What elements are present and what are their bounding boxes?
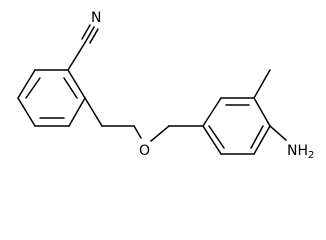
ring-b-inner-bond-2 [250,125,264,149]
ring-b-bond-4 [253,125,271,155]
amine-hydrogen-label: H [297,143,308,159]
ring-b-inner-bond-1 [208,125,225,149]
ring-a-bond-3 [17,97,36,127]
nitrile-triple-bond-center [85,26,95,42]
amino-group: NH2 [269,125,314,161]
structure-canvas: N O NH2 [17,10,314,161]
ring-a-bond-5 [68,97,86,127]
benzylic-bond [84,97,103,127]
ring-b-bond-5 [253,97,271,127]
molecule-diagram: N O NH2 [17,10,314,161]
nitrile-triple-bond-left [81,24,91,40]
ring-b-bond-2 [202,125,222,155]
benzyl-ether-linker: O [84,97,170,159]
ether-oxygen-label: O [139,143,150,159]
ring-b-bond-7 [202,97,222,127]
ether-o-bond-right [150,125,170,142]
nitrile-single-bond [67,40,87,71]
amine-label: NH2 [287,143,314,161]
nitrile-nitrogen-label: N [91,10,101,26]
amine-hydrogen-count: 2 [308,150,314,161]
ring-a-inner-bond-1 [25,77,41,99]
methyl-bond [253,69,271,99]
ring-a-bond-6 [67,69,86,99]
ether-o-bond-left [133,125,142,139]
ring-a-inner-bond-3 [63,77,78,99]
benzonitrile-ring [17,69,86,127]
nitrile-group: N [67,10,101,71]
nitrile-triple-bond-right [89,28,99,44]
amine-nitrogen-label: N [287,143,297,159]
aniline-ring [168,97,271,155]
ring-a-bond-2 [17,69,36,99]
amine-bond [269,125,287,141]
